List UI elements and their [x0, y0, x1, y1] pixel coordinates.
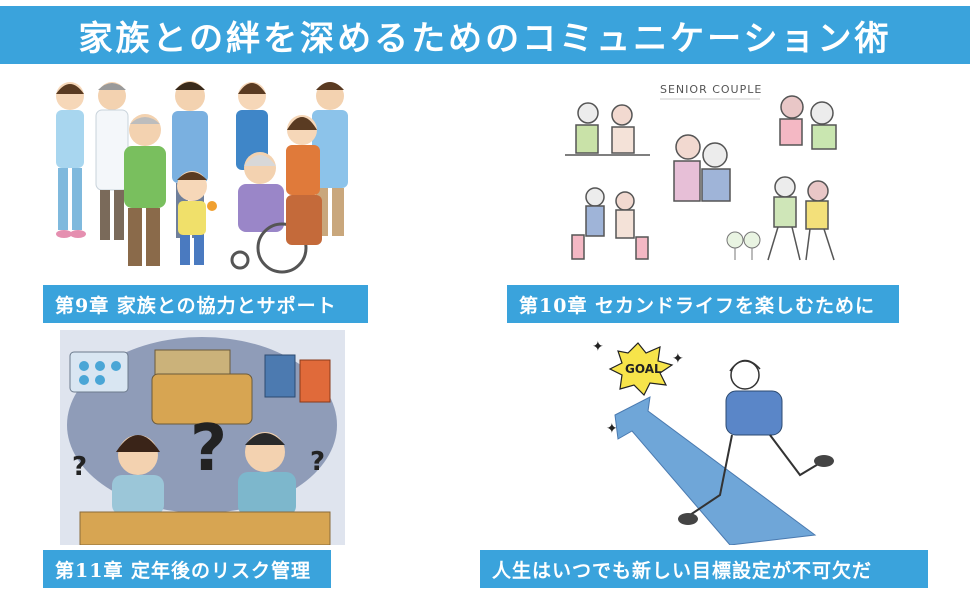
grandmother-wheelchair-figure [230, 152, 308, 274]
sparkle-icon: ✦ [592, 339, 604, 355]
tree-icon [726, 231, 761, 260]
chapter-9-caption-text: 第9章 家族との協力とサポート [55, 294, 337, 317]
goal-badge: GOAL [608, 342, 674, 397]
goal-runner-illustration: GOAL ✦ ✦ ✦ [580, 335, 850, 545]
risk-management-illustration: ? ? ? [60, 330, 345, 545]
grandfather-figure [124, 114, 166, 266]
caregiver-figure [56, 82, 86, 238]
couple-portrait-figure [673, 134, 731, 202]
medicine-pack-icon [69, 351, 129, 393]
goal-label: GOAL [625, 362, 662, 376]
goal-caption-text: 人生はいつでも新しい目標設定が不可欠だ [492, 559, 873, 582]
desk [79, 511, 331, 545]
daughter-figure [286, 115, 322, 245]
worried-woman-figure [112, 435, 164, 515]
question-mark-icon: ? [72, 452, 87, 482]
worried-man-figure [238, 432, 296, 516]
chapter-10-caption: 第10章 セカンドライフを楽しむために [507, 285, 899, 323]
chapter-10-caption-text: 第10章 セカンドライフを楽しむために [519, 294, 876, 317]
senior-couple-illustration: SENIOR COUPLE [560, 75, 860, 275]
couple-dining-figure [565, 102, 650, 156]
wallet-money-icon [151, 349, 253, 425]
doctor-figure [95, 82, 129, 240]
running-woman-figure [678, 359, 834, 525]
question-mark-icon: ? [190, 412, 227, 486]
chapter-11-caption: 第11章 定年後のリスク管理 [43, 550, 331, 588]
sparkle-icon: ✦ [606, 421, 618, 437]
title-banner: 家族との絆を深めるためのコミュニケーション術 [0, 6, 970, 64]
pension-book-icon [264, 354, 331, 403]
goal-caption: 人生はいつでも新しい目標設定が不可欠だ [480, 550, 928, 588]
chapter-9-caption: 第9章 家族との協力とサポート [43, 285, 368, 323]
couple-walking-figure [767, 176, 835, 261]
sparkle-icon: ✦ [672, 351, 684, 367]
couple-tea-figure [779, 95, 837, 150]
chapter-11-caption-text: 第11章 定年後のリスク管理 [55, 559, 312, 582]
senior-couple-heading: SENIOR COUPLE [660, 83, 762, 96]
growth-arrow [614, 396, 817, 545]
child-figure [177, 171, 217, 265]
family-illustration [40, 68, 370, 278]
couple-travel-figure [571, 187, 649, 260]
question-mark-icon: ? [310, 447, 325, 477]
page-title: 家族との絆を深めるためのコミュニケーション術 [78, 18, 892, 59]
